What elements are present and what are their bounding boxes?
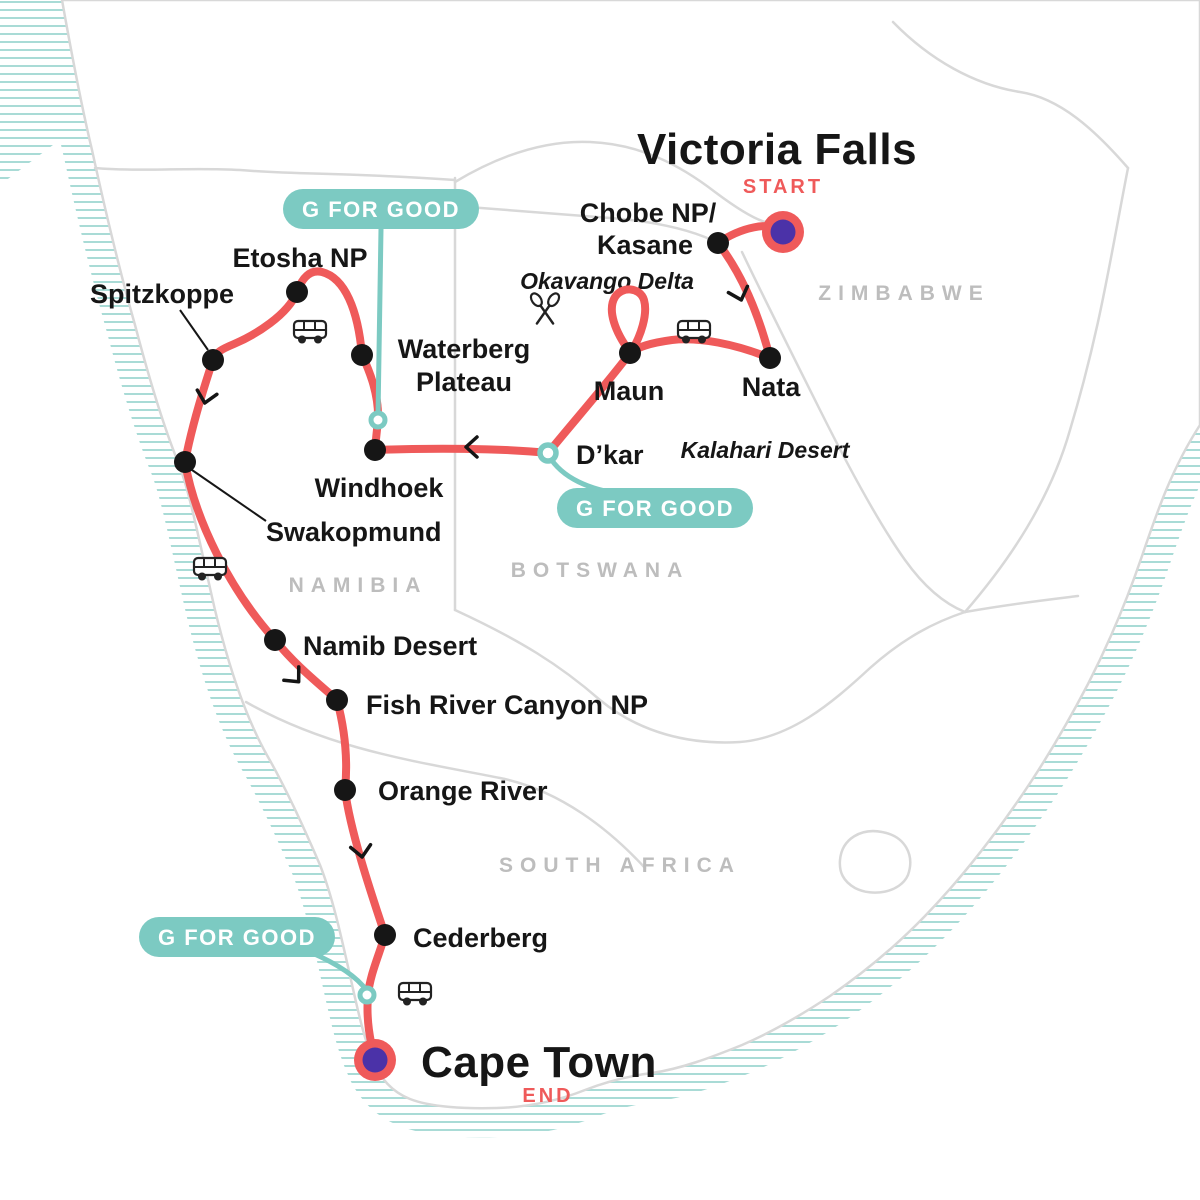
gforgood-badge-label: G FOR GOOD (158, 925, 316, 950)
country-label-botswana: BOTSWANA (511, 559, 690, 582)
stop-label-etosha: Etosha NP (232, 243, 367, 273)
stop-dot-maun (619, 342, 641, 364)
country-labels: ZIMBABWE BOTSWANA NAMIBIA SOUTH AFRICA (289, 282, 989, 877)
gforgood-dots (357, 410, 559, 1005)
gforgood-dot-capetown (357, 985, 377, 1005)
stop-dot-nata (759, 347, 781, 369)
stop-dot-namib (264, 629, 286, 651)
stop-dot-etosha (286, 281, 308, 303)
country-label-zimbabwe: ZIMBABWE (818, 282, 989, 305)
region-label-kalahari-desert: Kalahari Desert (681, 437, 851, 463)
stop-label-windhoek: Windhoek (315, 473, 445, 503)
stop-label-cederberg: Cederberg (413, 923, 548, 953)
country-borders (93, 20, 1130, 894)
gforgood-dot-dkar (537, 442, 559, 464)
country-label-south-africa: SOUTH AFRICA (499, 854, 741, 877)
stop-label-dkar: D’kar (576, 440, 644, 470)
stop-dot-chobe (707, 232, 729, 254)
label-pointer-lines (179, 309, 267, 522)
gforgood-badge-waterberg: G FOR GOOD (283, 189, 479, 229)
stop-dot-swakopmund (174, 451, 196, 473)
end-tag: END (522, 1085, 573, 1107)
stop-label-nata: Nata (742, 372, 802, 402)
stop-label-maun: Maun (594, 376, 665, 406)
landmass (60, 0, 1200, 1110)
start-marker (762, 211, 804, 253)
stop-dots (174, 232, 781, 946)
stop-label-waterberg-line1: Waterberg (398, 334, 531, 364)
stop-label-spitzkoppe: Spitzkoppe (90, 279, 234, 309)
end-city-label: Cape Town (421, 1038, 657, 1087)
gforgood-badge-label: G FOR GOOD (302, 197, 460, 222)
stop-dot-waterberg (351, 344, 373, 366)
stop-label-chobe-line2: Kasane (597, 230, 693, 260)
region-label-okavango-delta: Okavango Delta (520, 268, 694, 294)
stop-dot-orange-river (334, 779, 356, 801)
region-labels: Okavango Delta Kalahari Desert (520, 268, 851, 463)
gforgood-badge-capetown: G FOR GOOD (139, 917, 335, 957)
stop-label-namib: Namib Desert (303, 631, 477, 661)
gforgood-badge-dkar: G FOR GOOD (557, 488, 753, 528)
stop-dot-cederberg (374, 924, 396, 946)
end-marker (354, 1039, 396, 1081)
stop-dot-spitzkoppe (202, 349, 224, 371)
country-label-namibia: NAMIBIA (289, 574, 428, 597)
stop-label-orange-river: Orange River (378, 776, 548, 806)
start-city-label: Victoria Falls (637, 125, 917, 174)
stop-dot-fish-river (326, 689, 348, 711)
start-tag: START (743, 176, 823, 198)
stop-label-chobe-line1: Chobe NP/ (580, 198, 717, 228)
gforgood-badge-label: G FOR GOOD (576, 496, 734, 521)
stop-label-waterberg-line2: Plateau (416, 367, 512, 397)
stop-labels: Chobe NP/ Kasane Nata Maun D’kar Windhoe… (90, 198, 801, 953)
gforgood-dot-windhoek (368, 410, 388, 430)
stop-label-fish-river: Fish River Canyon NP (366, 690, 648, 720)
stop-label-swakopmund: Swakopmund (266, 517, 442, 547)
stop-dot-windhoek (364, 439, 386, 461)
endpoint-labels: Victoria Falls START Cape Town END (421, 125, 917, 1107)
